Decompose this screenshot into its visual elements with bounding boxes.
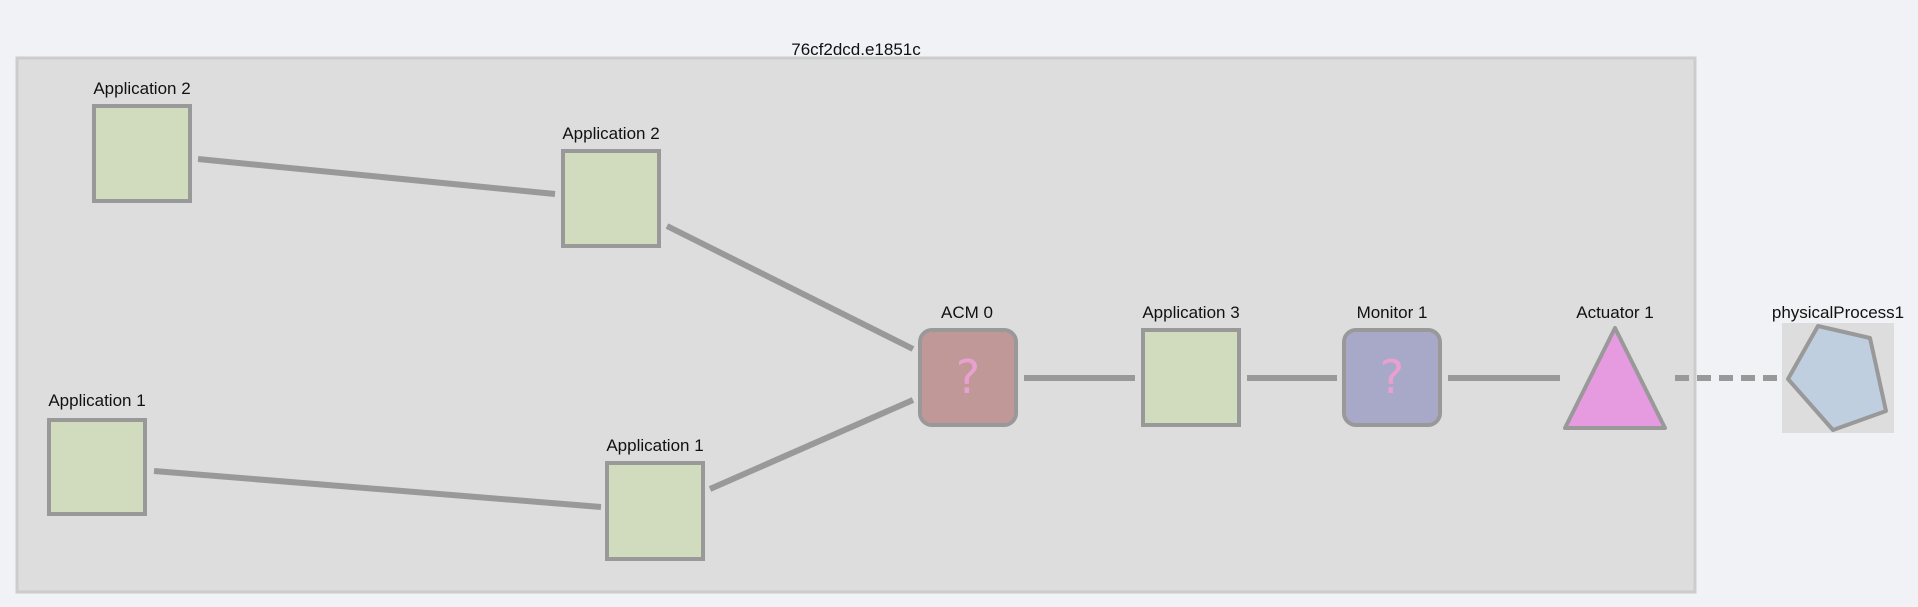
square-node[interactable]: [605, 461, 705, 561]
node-label: Application 1: [48, 391, 145, 410]
node-app1-left[interactable]: Application 1: [47, 391, 147, 516]
node-actuator1[interactable]: Actuator 1: [1563, 303, 1667, 430]
edge-app1-mid-to-acm0[interactable]: [708, 397, 915, 492]
node-app1-mid[interactable]: Application 1: [605, 436, 705, 561]
rounded-square-node[interactable]: [1342, 328, 1442, 427]
node-process1[interactable]: physicalProcess1: [1772, 303, 1904, 433]
square-node[interactable]: [92, 104, 192, 203]
edge-app1-left-to-app1-mid[interactable]: [153, 468, 602, 510]
node-label: Application 1: [606, 436, 703, 455]
edges: [153, 156, 1782, 510]
node-label: Application 3: [1142, 303, 1239, 322]
node-monitor1[interactable]: Monitor 1 ?: [1342, 303, 1442, 427]
square-node[interactable]: [1141, 328, 1241, 427]
node-label: Monitor 1: [1357, 303, 1428, 322]
square-node[interactable]: [561, 149, 661, 248]
triangle-node[interactable]: [1563, 326, 1667, 430]
group-title: 76cf2dcd.e1851c: [791, 40, 921, 59]
rounded-square-node[interactable]: [918, 328, 1018, 427]
square-node[interactable]: [47, 418, 147, 516]
node-label: Actuator 1: [1576, 303, 1654, 322]
group-container: [15, 56, 1697, 594]
edge-app2-left-to-app2-mid[interactable]: [197, 156, 556, 197]
question-mark-icon: ?: [1380, 350, 1404, 404]
node-label: Application 2: [562, 124, 659, 143]
node-app3[interactable]: Application 3: [1141, 303, 1241, 427]
pentagon-node[interactable]: [1786, 324, 1888, 432]
node-app2-mid[interactable]: Application 2: [561, 124, 661, 248]
node-label: ACM 0: [941, 303, 993, 322]
question-mark-icon: ?: [956, 350, 980, 404]
node-acm0[interactable]: ACM 0 ?: [918, 303, 1018, 427]
node-app2-left[interactable]: Application 2: [92, 79, 192, 203]
node-label: physicalProcess1: [1772, 303, 1904, 322]
edge-app2-mid-to-acm0[interactable]: [665, 223, 915, 352]
node-label: Application 2: [93, 79, 190, 98]
